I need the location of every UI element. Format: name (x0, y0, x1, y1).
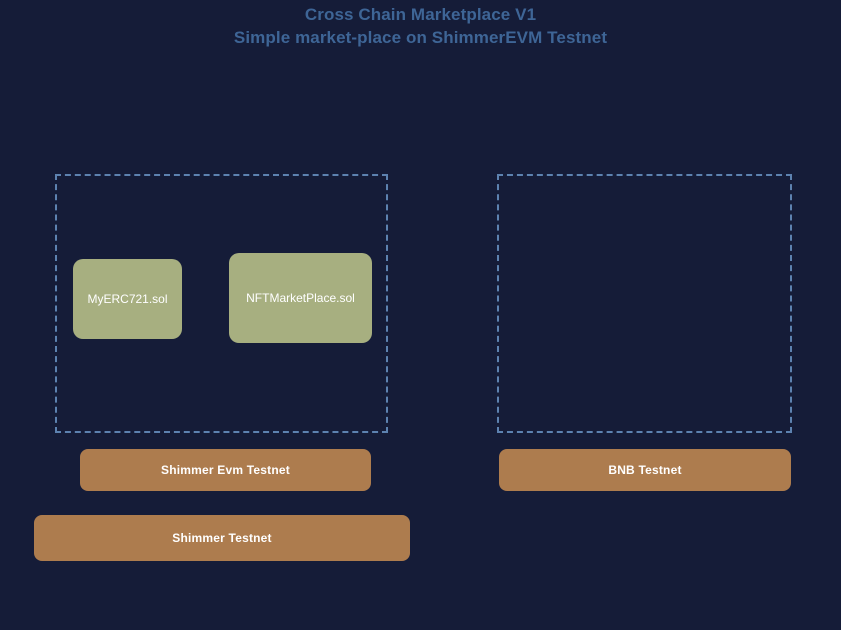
network-bar-label: Shimmer Testnet (172, 531, 272, 545)
network-bar-label: Shimmer Evm Testnet (161, 463, 290, 477)
network-bar-bnb-testnet[interactable]: BNB Testnet (499, 449, 791, 491)
contract-label: NFTMarketPlace.sol (246, 291, 355, 305)
contract-box-myerc721[interactable]: MyERC721.sol (73, 259, 182, 339)
page-subtitle: Simple market-place on ShimmerEVM Testne… (233, 28, 608, 47)
page-title-block: Cross Chain Marketplace V1 Simple market… (0, 0, 841, 49)
contract-box-nftmarketplace[interactable]: NFTMarketPlace.sol (229, 253, 372, 343)
network-bar-label: BNB Testnet (608, 463, 682, 477)
contract-label: MyERC721.sol (87, 292, 168, 306)
network-zone-left (55, 174, 388, 433)
network-zone-right (497, 174, 792, 433)
network-bar-shimmer-evm-testnet[interactable]: Shimmer Evm Testnet (80, 449, 371, 491)
page-title: Cross Chain Marketplace V1 (304, 5, 537, 24)
network-bar-shimmer-testnet[interactable]: Shimmer Testnet (34, 515, 410, 561)
